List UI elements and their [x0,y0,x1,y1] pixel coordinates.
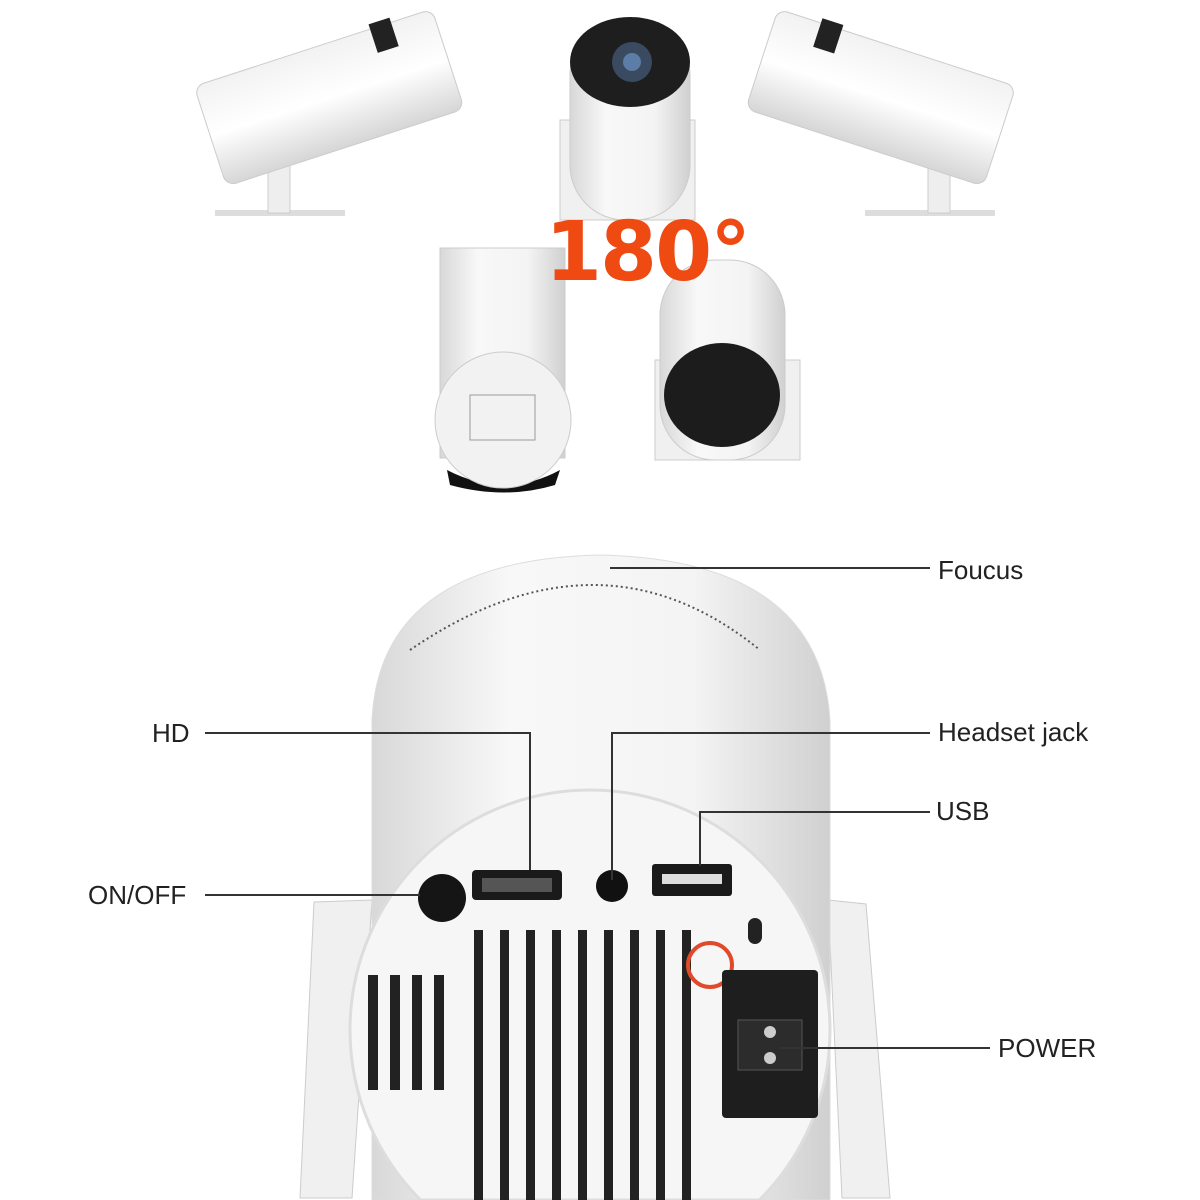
usb-port-label: USB [936,796,990,826]
projector-view-front [559,17,696,221]
hd-port-label: HD [152,718,190,748]
headset-jack-label: Headset jack [938,717,1089,747]
rotation-angle-label: 180° [545,205,751,300]
callout-lines [205,567,990,1049]
projector-view-left [196,11,463,216]
power-switch-label: ON/OFF [88,880,187,910]
power-socket-label: POWER [998,1033,1097,1063]
projector-back-view [299,554,891,1200]
projector-view-right [747,11,1014,216]
projector-view-rear [654,259,801,461]
projector-view-bottom [434,247,572,493]
focus-label: Foucus [938,555,1024,585]
